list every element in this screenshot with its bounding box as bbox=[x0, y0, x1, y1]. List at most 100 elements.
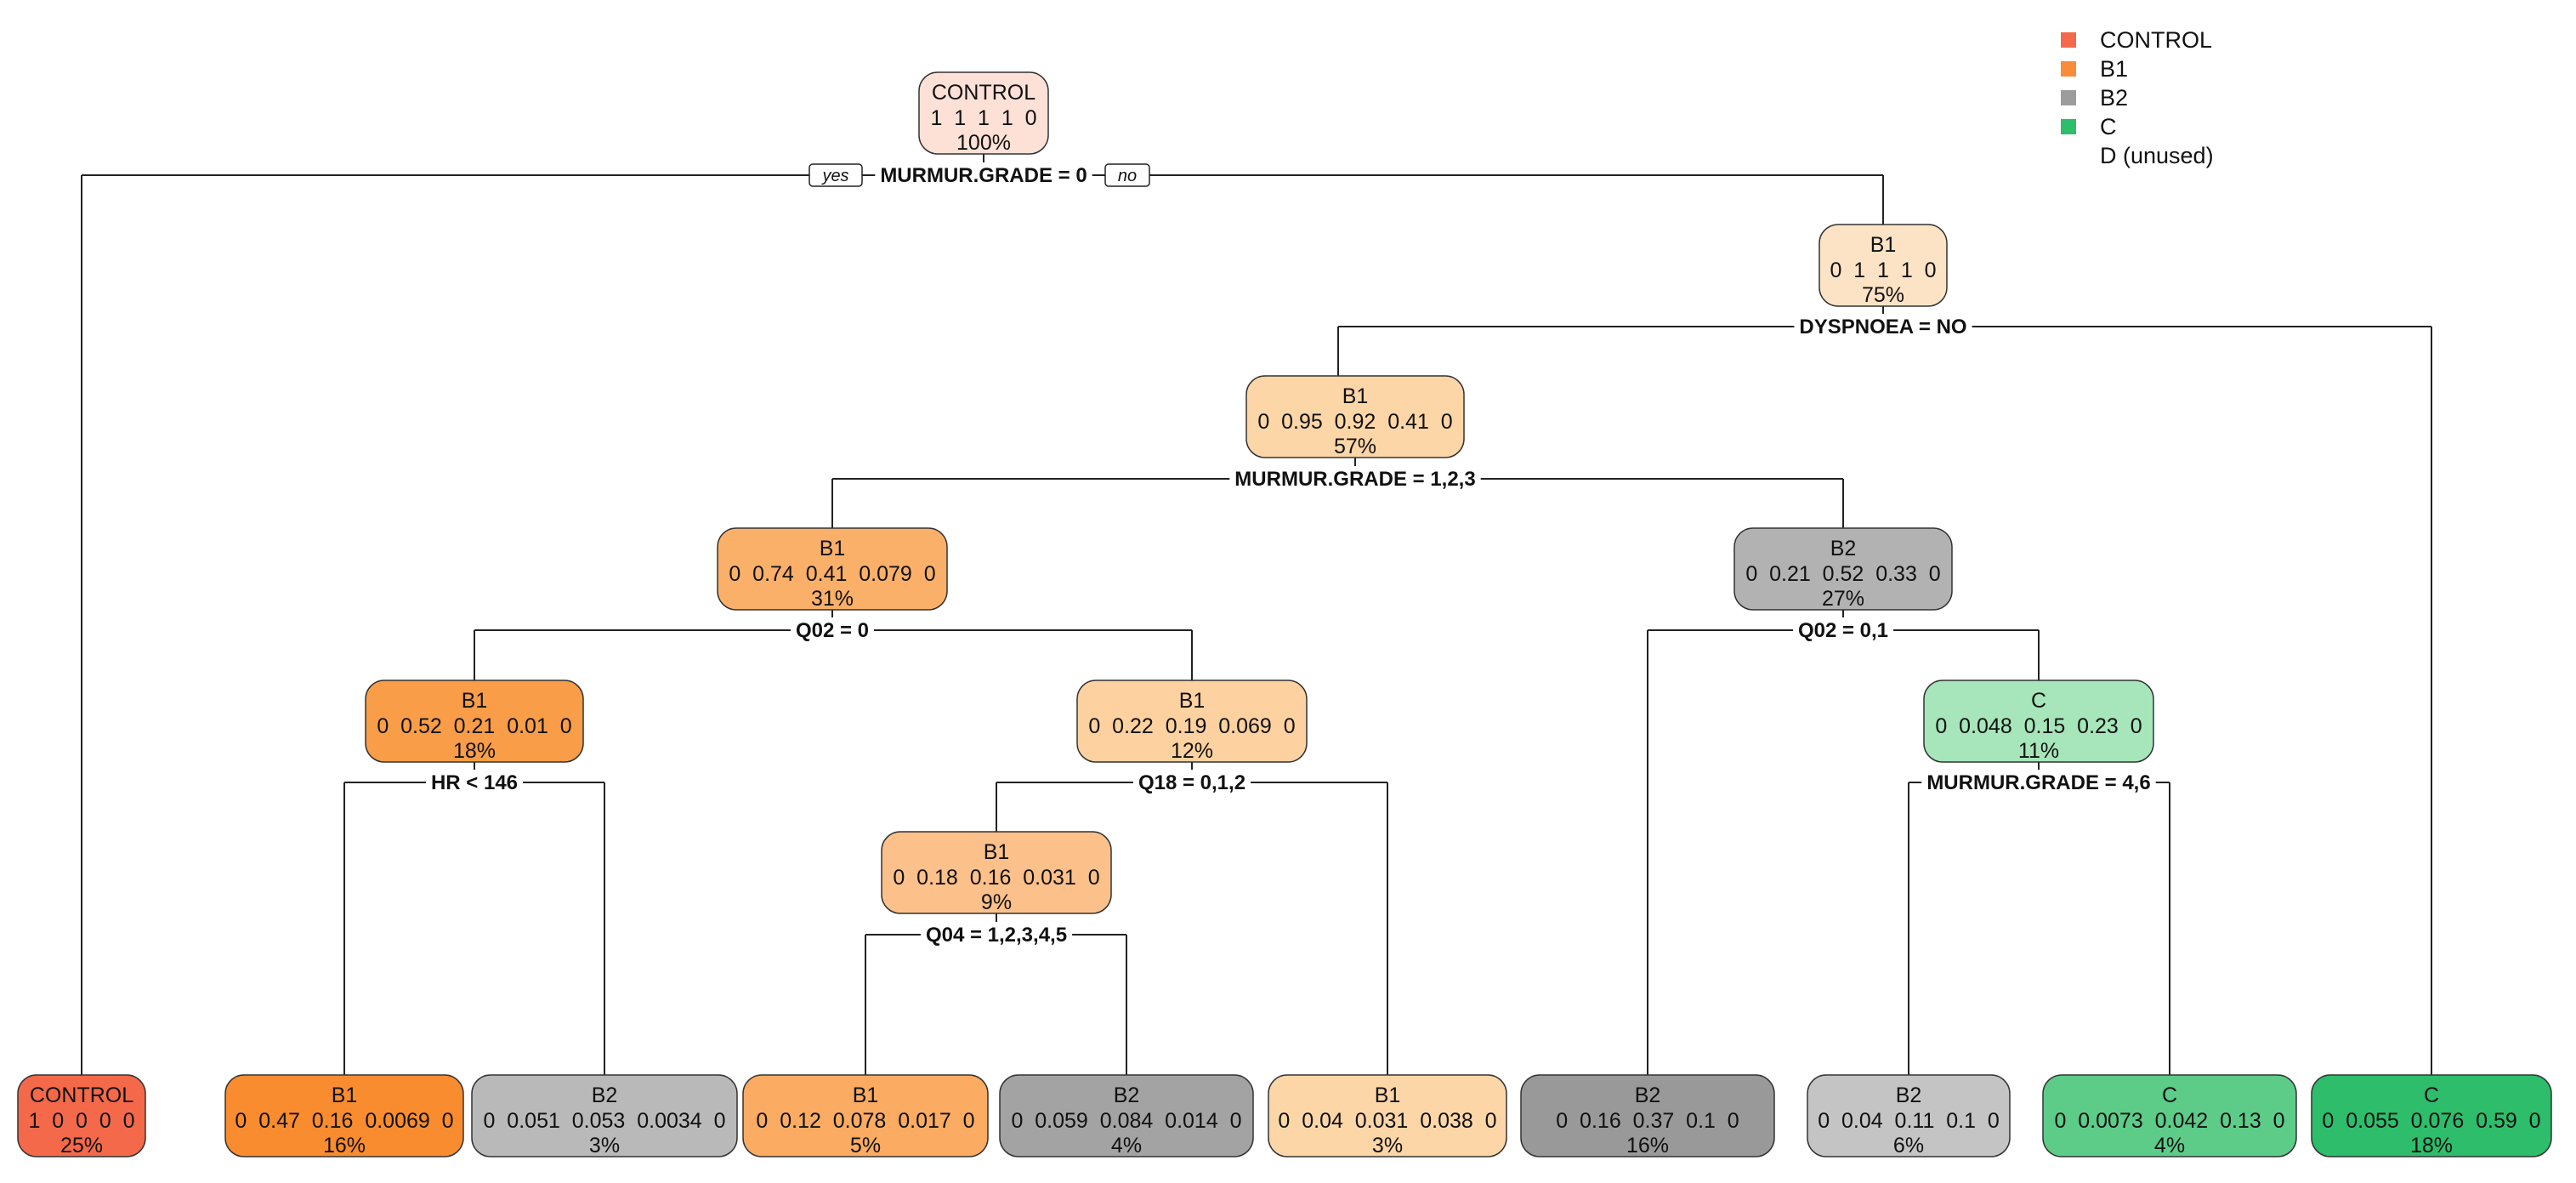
node-box bbox=[2042, 1074, 2297, 1157]
node-class-label: B1 bbox=[1342, 384, 1369, 408]
leaf-node-b1: B10 0.12 0.078 0.017 05% bbox=[742, 1074, 989, 1157]
node-percentage: 25% bbox=[60, 1134, 103, 1157]
node-class-label: B2 bbox=[592, 1083, 618, 1107]
node-box bbox=[2311, 1074, 2552, 1157]
node-class-probabilities: 1 1 1 1 0 bbox=[930, 106, 1036, 130]
split-label-background bbox=[425, 770, 524, 796]
tree-node-b1: B10 0.74 0.41 0.079 031% bbox=[717, 527, 948, 611]
node-box bbox=[999, 1074, 1254, 1157]
node-box bbox=[881, 831, 1112, 914]
leaf-node-b1: B10 0.47 0.16 0.0069 016% bbox=[224, 1074, 464, 1157]
no-label-box bbox=[1104, 163, 1150, 187]
node-class-probabilities: 0 0.22 0.19 0.069 0 bbox=[1088, 714, 1295, 738]
legend-label-b1: B1 bbox=[2100, 56, 2128, 82]
node-percentage: 3% bbox=[589, 1134, 620, 1157]
node-class-probabilities: 0 0.04 0.031 0.038 0 bbox=[1278, 1109, 1496, 1133]
node-class-probabilities: 0 0.16 0.37 0.1 0 bbox=[1556, 1109, 1739, 1133]
node-class-probabilities: 0 0.52 0.21 0.01 0 bbox=[377, 714, 571, 738]
node-class-label: C bbox=[2031, 689, 2046, 713]
node-class-probabilities: 0 0.47 0.16 0.0069 0 bbox=[235, 1109, 453, 1133]
tree-node-b1: B10 0.52 0.21 0.01 018% bbox=[365, 680, 584, 763]
node-class-label: B1 bbox=[332, 1083, 358, 1107]
node-class-probabilities: 0 0.055 0.076 0.59 0 bbox=[2322, 1109, 2540, 1133]
tree-node-b1: B10 0.95 0.92 0.41 057% bbox=[1245, 375, 1465, 458]
node-class-label: B1 bbox=[1179, 689, 1206, 713]
node-class-label: B2 bbox=[1896, 1083, 1922, 1107]
split-label-background bbox=[1792, 617, 1894, 644]
legend-label-b2: B2 bbox=[2100, 85, 2128, 111]
legend-label-c: C bbox=[2100, 114, 2117, 139]
leaf-node-b2: B20 0.16 0.37 0.1 016% bbox=[1520, 1074, 1775, 1157]
node-percentage: 18% bbox=[2410, 1134, 2453, 1157]
node-class-label: B1 bbox=[462, 689, 488, 713]
legend-label-d-unused: D (unused) bbox=[2100, 143, 2214, 168]
split-label-background bbox=[875, 162, 1092, 189]
node-class-label: B2 bbox=[1635, 1083, 1661, 1107]
split-label-background bbox=[1921, 770, 2156, 796]
node-class-label: B1 bbox=[820, 537, 846, 560]
leaf-node-b2: B20 0.059 0.084 0.014 04% bbox=[999, 1074, 1254, 1157]
node-percentage: 5% bbox=[850, 1134, 881, 1157]
node-class-probabilities: 0 0.04 0.11 0.1 0 bbox=[1818, 1109, 2000, 1133]
split-label-background bbox=[920, 922, 1073, 948]
node-class-label: B1 bbox=[1375, 1083, 1401, 1107]
node-box bbox=[471, 1074, 738, 1157]
split-label: MURMUR.GRADE = 4,6 bbox=[1926, 771, 2150, 794]
node-class-label: B1 bbox=[984, 840, 1010, 864]
node-class-probabilities: 0 0.048 0.15 0.23 0 bbox=[1935, 714, 2142, 738]
node-box bbox=[1076, 680, 1308, 763]
node-percentage: 9% bbox=[981, 890, 1012, 914]
split-label: HR < 146 bbox=[431, 771, 518, 794]
node-box bbox=[918, 71, 1049, 155]
split-label: Q18 = 0,1,2 bbox=[1138, 771, 1245, 794]
tree-node-b1: B10 1 1 1 075% bbox=[1819, 224, 1948, 307]
node-percentage: 16% bbox=[1626, 1134, 1669, 1157]
node-class-label: B1 bbox=[1870, 233, 1897, 257]
node-box bbox=[17, 1074, 146, 1157]
node-class-label: C bbox=[2424, 1083, 2439, 1107]
tree-node-b1: B10 0.18 0.16 0.031 09% bbox=[881, 831, 1112, 914]
leaf-node-b2: B20 0.04 0.11 0.1 06% bbox=[1807, 1074, 2011, 1157]
node-percentage: 6% bbox=[1893, 1134, 1924, 1157]
node-box bbox=[224, 1074, 464, 1157]
split-label: MURMUR.GRADE = 0 bbox=[880, 164, 1087, 187]
node-percentage: 12% bbox=[1171, 739, 1213, 763]
node-box bbox=[1268, 1074, 1507, 1157]
node-class-probabilities: 0 0.12 0.078 0.017 0 bbox=[756, 1109, 974, 1133]
node-class-probabilities: 0 0.051 0.053 0.0034 0 bbox=[484, 1109, 726, 1133]
node-box bbox=[1807, 1074, 2011, 1157]
node-percentage: 4% bbox=[2154, 1134, 2185, 1157]
node-box bbox=[1520, 1074, 1775, 1157]
split-label-background bbox=[790, 617, 875, 644]
legend-swatch-b1 bbox=[2061, 61, 2076, 77]
node-percentage: 75% bbox=[1862, 283, 1904, 307]
node-percentage: 11% bbox=[2018, 739, 2059, 763]
node-percentage: 16% bbox=[323, 1134, 366, 1157]
leaf-node-b1: B10 0.04 0.031 0.038 03% bbox=[1268, 1074, 1507, 1157]
leaf-node-b2: B20 0.051 0.053 0.0034 03% bbox=[471, 1074, 738, 1157]
leaf-node-c: C0 0.0073 0.042 0.13 04% bbox=[2042, 1074, 2297, 1157]
node-box bbox=[742, 1074, 989, 1157]
tree-node-b2: B20 0.21 0.52 0.33 027% bbox=[1733, 527, 1953, 611]
tree-node-b1: B10 0.22 0.19 0.069 012% bbox=[1076, 680, 1308, 763]
split-label: Q02 = 0,1 bbox=[1798, 619, 1888, 642]
node-box bbox=[717, 527, 948, 611]
node-class-probabilities: 0 0.059 0.084 0.014 0 bbox=[1011, 1109, 1241, 1133]
node-class-probabilities: 0 0.0073 0.042 0.13 0 bbox=[2054, 1109, 2284, 1133]
node-class-probabilities: 0 0.74 0.41 0.079 0 bbox=[729, 562, 935, 586]
node-percentage: 100% bbox=[956, 131, 1011, 155]
node-class-label: C bbox=[2162, 1083, 2177, 1107]
node-box bbox=[1245, 375, 1465, 458]
node-box bbox=[365, 680, 584, 763]
node-class-probabilities: 1 0 0 0 0 bbox=[28, 1109, 134, 1133]
split-label-background bbox=[1132, 770, 1251, 796]
yes-label-box bbox=[809, 163, 863, 187]
node-class-label: CONTROL bbox=[932, 81, 1036, 105]
node-class-label: B2 bbox=[1114, 1083, 1140, 1107]
legend-swatch-control bbox=[2061, 32, 2076, 48]
split-label: Q04 = 1,2,3,4,5 bbox=[926, 924, 1067, 947]
